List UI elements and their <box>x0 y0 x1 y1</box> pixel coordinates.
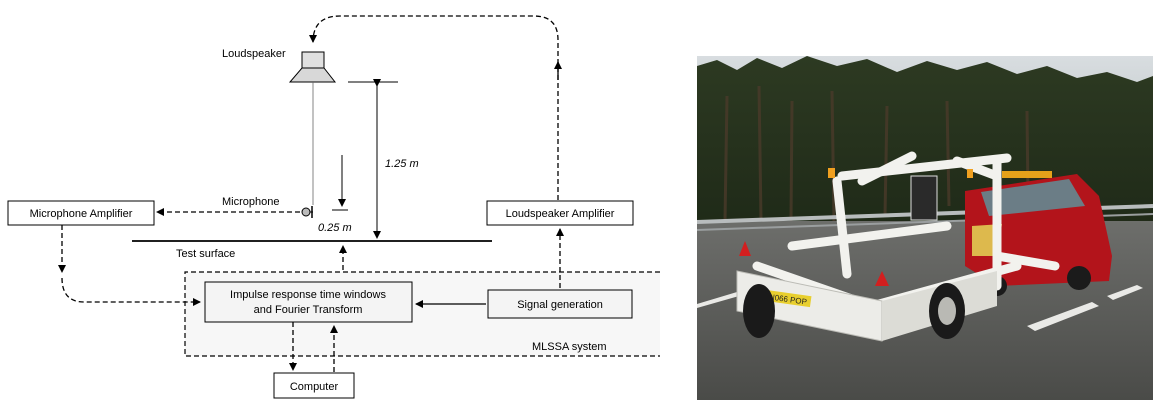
road-markings <box>697 285 1143 331</box>
loudspeaker-icon <box>288 51 337 83</box>
trailer-wheels <box>743 283 965 339</box>
mic-height-label: 0.25 m <box>318 222 352 234</box>
impulse-label-line1: Impulse response time windows <box>230 289 386 301</box>
signal-gen-label: Signal generation <box>517 299 603 311</box>
loudspeaker-amplifier-box: Loudspeaker Amplifier <box>486 200 634 226</box>
signal-path-to-loudspeaker <box>309 15 559 200</box>
signal-generation-box: Signal generation <box>487 289 633 319</box>
speaker-amp-label: Loudspeaker Amplifier <box>506 208 615 220</box>
impulse-label-line2: and Fourier Transform <box>254 304 363 316</box>
microphone-amplifier-box: Microphone Amplifier <box>7 200 155 226</box>
mlssa-system-label: MLSSA system <box>532 341 607 353</box>
mounted-loudspeaker <box>910 175 938 221</box>
measurement-setup-diagram: MLSSA system Loudspeaker 1.25 m 0.25 m T… <box>7 15 660 399</box>
amber-beacons <box>828 168 973 178</box>
trailer-photo: N066 POP <box>697 56 1153 400</box>
computer-label: Computer <box>290 381 339 393</box>
speaker-height-label: 1.25 m <box>385 158 419 170</box>
signal-path-amp-to-impulse-2 <box>61 277 201 306</box>
impulse-response-box: Impulse response time windows and Fourie… <box>204 281 413 323</box>
test-surface-label: Test surface <box>176 248 235 260</box>
microphone-label: Microphone <box>222 196 279 208</box>
microphone-icon <box>301 206 313 218</box>
mic-amp-label: Microphone Amplifier <box>30 208 133 220</box>
warning-triangles <box>739 241 889 286</box>
loudspeaker-label: Loudspeaker <box>222 48 286 60</box>
computer-box: Computer <box>273 372 355 399</box>
